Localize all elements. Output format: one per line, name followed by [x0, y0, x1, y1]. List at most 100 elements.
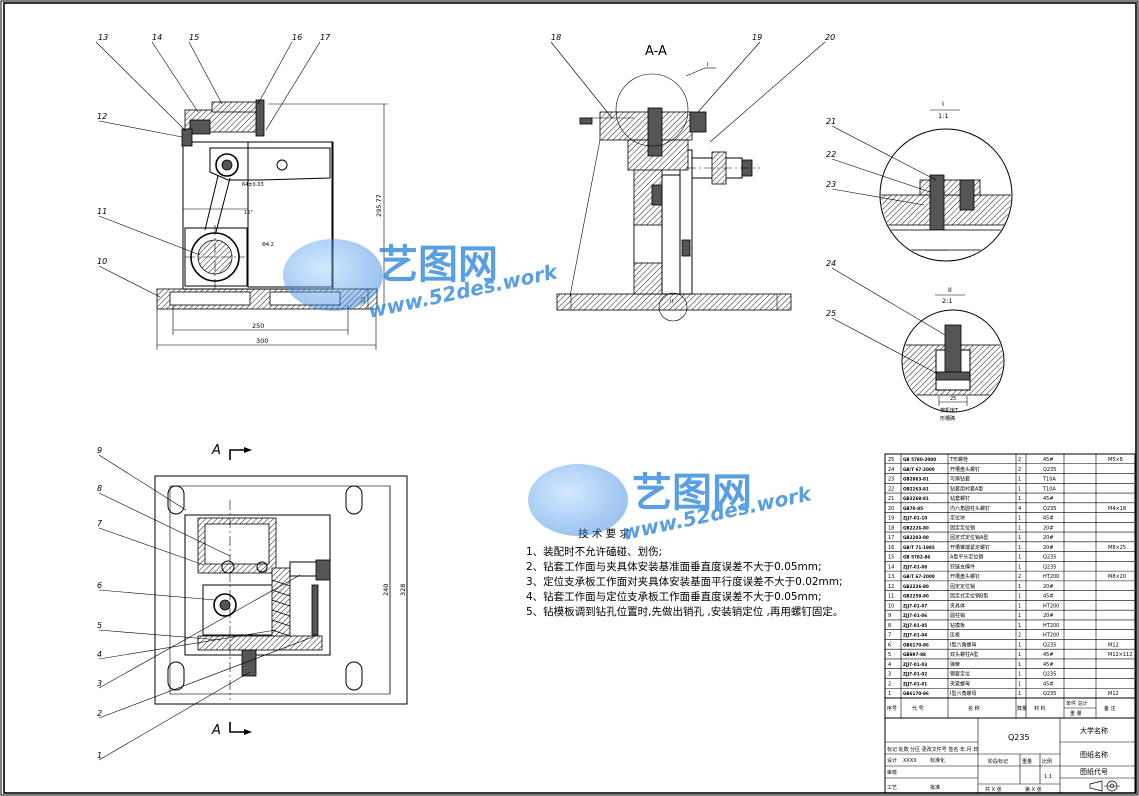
table-cell: 45#	[1043, 652, 1054, 658]
bom-header-qty: 数量	[1017, 705, 1027, 712]
table-cell: M12×112	[1108, 652, 1132, 658]
watermark-globe-icon	[528, 464, 628, 536]
table-cell: Q235	[1043, 506, 1056, 512]
front-callouts: 13 14 15 16 17 12 11 10	[95, 33, 331, 298]
plan-cut-label-bottom: A	[211, 723, 221, 738]
front-dim-height: 295.77	[375, 194, 383, 217]
table-cell: 4	[1018, 506, 1021, 512]
table-cell: ZJJ7-01-03	[903, 662, 927, 667]
table-cell: M12	[1108, 642, 1119, 648]
detail-II-caption-2: 形槽确	[940, 415, 955, 422]
table-cell: 可换钻套	[950, 476, 970, 483]
table-cell: 6	[888, 642, 891, 648]
table-cell: 1	[1018, 681, 1021, 687]
table-cell: GB897-88	[903, 652, 926, 657]
table-cell: GB6170-86	[903, 642, 929, 647]
table-cell: 24	[888, 467, 894, 473]
title-scale-value: 1:1	[1044, 774, 1052, 780]
table-cell: 45#	[1043, 594, 1054, 600]
front-dim-angle: 15°	[244, 210, 253, 216]
table-cell: Q235	[1043, 672, 1056, 678]
table-cell: 1	[1018, 477, 1021, 483]
callout-7: 7	[97, 519, 103, 528]
table-cell: M5×8	[1108, 457, 1123, 463]
callout-18: 18	[551, 33, 561, 42]
table-cell: T10A	[1042, 477, 1056, 483]
table-cell: 1	[888, 691, 891, 697]
table-cell: ZJJ7-01-01	[903, 681, 927, 686]
table-cell: 1	[1018, 691, 1021, 697]
table-cell: 固定式定位销A型	[950, 534, 988, 541]
table-cell: HT200	[1043, 623, 1059, 629]
bom-header-code: 代 号	[912, 705, 924, 712]
table-cell: 13	[888, 574, 894, 580]
table-cell: 2	[1018, 574, 1021, 580]
bom-header-material: 材 料	[1034, 705, 1046, 712]
table-cell: 双头螺柱A型	[950, 651, 978, 658]
table-cell: 弹簧	[950, 661, 960, 668]
table-cell: M4×18	[1108, 506, 1126, 512]
table-cell: GB2258-80	[903, 594, 929, 599]
callout-9: 9	[97, 446, 102, 455]
table-cell: 2	[1018, 467, 1021, 473]
table-cell: ZJJ7-01-06	[903, 613, 927, 618]
title-scale-label: 比例	[1042, 758, 1052, 765]
table-cell: Ⅰ型六角螺母	[950, 641, 976, 648]
bom-header-weight: 重 量	[1070, 710, 1082, 717]
detail-II-scale: 2:1	[942, 297, 952, 305]
table-cell: 1	[1018, 555, 1021, 561]
table-cell: Ⅰ型六角螺母	[950, 690, 976, 697]
table-cell: Q235	[1043, 564, 1056, 570]
table-cell: 17	[888, 535, 894, 541]
table-cell: 1	[1018, 642, 1021, 648]
callout-17: 17	[320, 33, 331, 42]
table-cell: 20	[888, 506, 894, 512]
table-cell: 7	[888, 633, 891, 639]
table-cell: 1	[1018, 603, 1021, 609]
front-dim-tol: 64±0.03	[242, 182, 264, 188]
table-cell: M8×20	[1108, 574, 1126, 580]
table-cell: HT200	[1043, 574, 1059, 580]
table-cell: 夹紧螺母	[950, 680, 970, 687]
table-cell: GB2226-80	[903, 584, 929, 589]
table-cell: 2	[1018, 633, 1021, 639]
section-detail-I-marker: I	[707, 62, 708, 68]
sheet-inner-border	[3, 2, 1137, 794]
table-cell: M8×25	[1108, 545, 1126, 551]
callout-10: 10	[97, 257, 107, 266]
table-cell: 45#	[1043, 662, 1054, 668]
table-cell: 5	[888, 652, 891, 658]
table-cell: 铰链支撑件	[950, 563, 975, 570]
table-cell: GB/T 71-1985	[903, 545, 935, 550]
plan-dim-328: 328	[399, 584, 407, 596]
table-cell: 45#	[1043, 457, 1054, 463]
table-cell: 夹具体	[950, 602, 965, 609]
callout-14: 14	[152, 33, 162, 42]
callout-19: 19	[752, 33, 762, 42]
front-dim-bore: Φ4.2	[262, 242, 274, 248]
table-cell: 12	[888, 584, 894, 590]
callout-24: 24	[826, 259, 836, 268]
table-cell: 1	[1018, 486, 1021, 492]
detail-II-callouts: 24 25	[826, 259, 946, 375]
plan-callouts: 9 8 7 6 5 4 3 2 1	[97, 446, 319, 761]
watermark-title-2: 艺图网	[632, 470, 752, 516]
table-cell: 45#	[1043, 496, 1054, 502]
table-cell: 19	[888, 516, 894, 522]
title-weight-label: 重量	[1022, 758, 1032, 765]
callout-5: 5	[97, 621, 102, 630]
title-block: 标记 处数 分区 更改文件号 签名 年.月.日 设计 XXXX 标准化 审核 工…	[884, 717, 1136, 794]
